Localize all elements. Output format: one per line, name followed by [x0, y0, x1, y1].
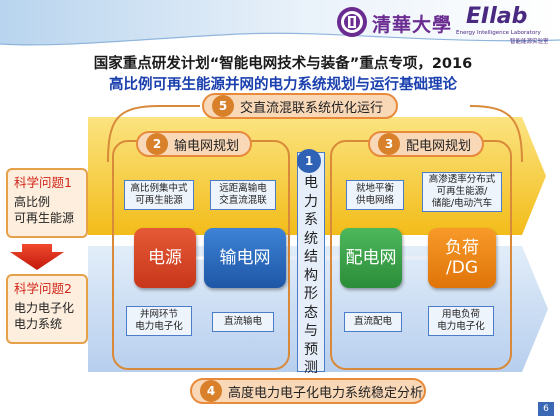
- note-line: 储能/电动汽车: [431, 198, 493, 209]
- header-background: [0, 0, 560, 46]
- note-distribution-top: 就地平衡供电网络: [346, 180, 404, 210]
- question-2-title: 科学问题2: [14, 281, 72, 296]
- note-line: 直流输电: [223, 316, 262, 327]
- note-line: 电力电子化: [135, 321, 183, 332]
- note-line: 就地平衡: [355, 183, 394, 194]
- topic-3-label: 配电网规划: [406, 138, 472, 154]
- topic-4-number: 4: [200, 380, 222, 402]
- source-block: 电源: [134, 228, 196, 288]
- tsinghua-seal-icon: [336, 6, 368, 38]
- note-line: 电力电子化: [437, 321, 485, 332]
- topic-2-number: 2: [146, 133, 168, 155]
- question-1-line1: 高比例: [14, 195, 51, 209]
- down-arrow-icon: [10, 244, 64, 270]
- topic-1-vertical-text: 电 力 系 统 结 构 形 态 与 预 测: [299, 174, 323, 378]
- question-2-line1: 电力电子化: [14, 301, 75, 315]
- topic-1-char: 态: [304, 304, 318, 321]
- note-line: 远距离输电: [219, 183, 267, 194]
- load-label-2: /DG: [446, 258, 478, 278]
- distribution-block: 配电网: [340, 228, 402, 288]
- note-line: 供电网络: [355, 195, 394, 206]
- note-load-bottom: 用电负荷电力电子化: [428, 306, 494, 336]
- topic-4-label: 高度电力电子化电力系统稳定分析: [228, 385, 424, 401]
- question-1-line2: 可再生能源: [14, 211, 75, 225]
- page-number: 6: [538, 402, 554, 416]
- tsinghua-logo-text: 清華大學: [372, 14, 453, 36]
- eilab-logo: EIlab: [466, 4, 528, 29]
- topic-1-char: 构: [304, 267, 318, 284]
- topic-5-number: 5: [212, 95, 234, 117]
- note-source-top: 高比例集中式可再生能源: [124, 180, 194, 210]
- load-block: 负荷 /DG: [428, 228, 496, 288]
- note-line: 可再生能源/: [436, 186, 488, 197]
- topic-1-char: 与: [304, 323, 318, 339]
- project-title: 国家重点研发计划“智能电网技术与装备”重点专项，2016: [93, 56, 473, 72]
- science-question-2: 科学问题2 电力电子化 电力系统: [6, 274, 88, 344]
- project-subtitle: 高比例可再生能源并网的电力系统规划与运行基础理论: [109, 77, 457, 93]
- topic-1-column: [297, 152, 325, 372]
- note-transmission-top: 远距离输电交直流混联: [210, 180, 276, 210]
- question-1-title: 科学问题1: [14, 175, 72, 190]
- note-line: 可再生能源: [135, 195, 183, 206]
- topic-2-label: 输电网规划: [174, 138, 240, 154]
- note-distribution-bottom: 直流配电: [344, 312, 402, 332]
- load-label-1: 负荷: [445, 238, 479, 258]
- topic-3-number: 3: [378, 133, 400, 155]
- topic-1-char: 力: [304, 193, 318, 210]
- eilab-subtitle-cn: 智能能源实验室: [510, 39, 549, 45]
- transmission-block: 输电网: [204, 228, 286, 288]
- note-transmission-bottom: 直流输电: [212, 312, 274, 332]
- topic-1-char: 系: [304, 212, 318, 228]
- topic-3-pill: 3 配电网规划: [368, 131, 484, 157]
- note-line: 并网环节: [139, 309, 178, 320]
- question-2-line2: 电力系统: [14, 317, 63, 331]
- topic-5-label: 交直流混联系统优化运行: [240, 100, 384, 116]
- header-bar: 清華大學 EIlab Energy Intelligence Laborator…: [0, 0, 560, 46]
- topic-1-char: 统: [304, 230, 318, 247]
- note-line: 直流配电: [353, 316, 392, 327]
- note-line: 交直流混联: [219, 195, 267, 206]
- topic-1-number: 1: [297, 149, 321, 173]
- topic-2-pill: 2 输电网规划: [136, 131, 252, 157]
- note-source-bottom: 并网环节电力电子化: [126, 306, 192, 336]
- science-question-1: 科学问题1 高比例 可再生能源: [6, 168, 88, 238]
- topic-1-char: 预: [304, 341, 318, 358]
- topic-4-pill: 4 高度电力电子化电力系统稳定分析: [190, 378, 426, 404]
- topic-1-char: 形: [304, 286, 318, 302]
- note-line: 高比例集中式: [130, 183, 188, 194]
- topic-1-char: 结: [304, 249, 318, 265]
- note-line: 高渗透率分布式: [428, 174, 496, 185]
- note-line: 用电负荷: [441, 309, 480, 320]
- eilab-subtitle-en: Energy Intelligence Laboratory: [456, 30, 541, 36]
- topic-5-pill: 5 交直流混联系统优化运行: [202, 93, 398, 119]
- topic-1-char: 电: [304, 175, 318, 191]
- note-load-top: 高渗透率分布式可再生能源/储能/电动汽车: [422, 172, 502, 212]
- topic-1-char: 测: [304, 360, 318, 376]
